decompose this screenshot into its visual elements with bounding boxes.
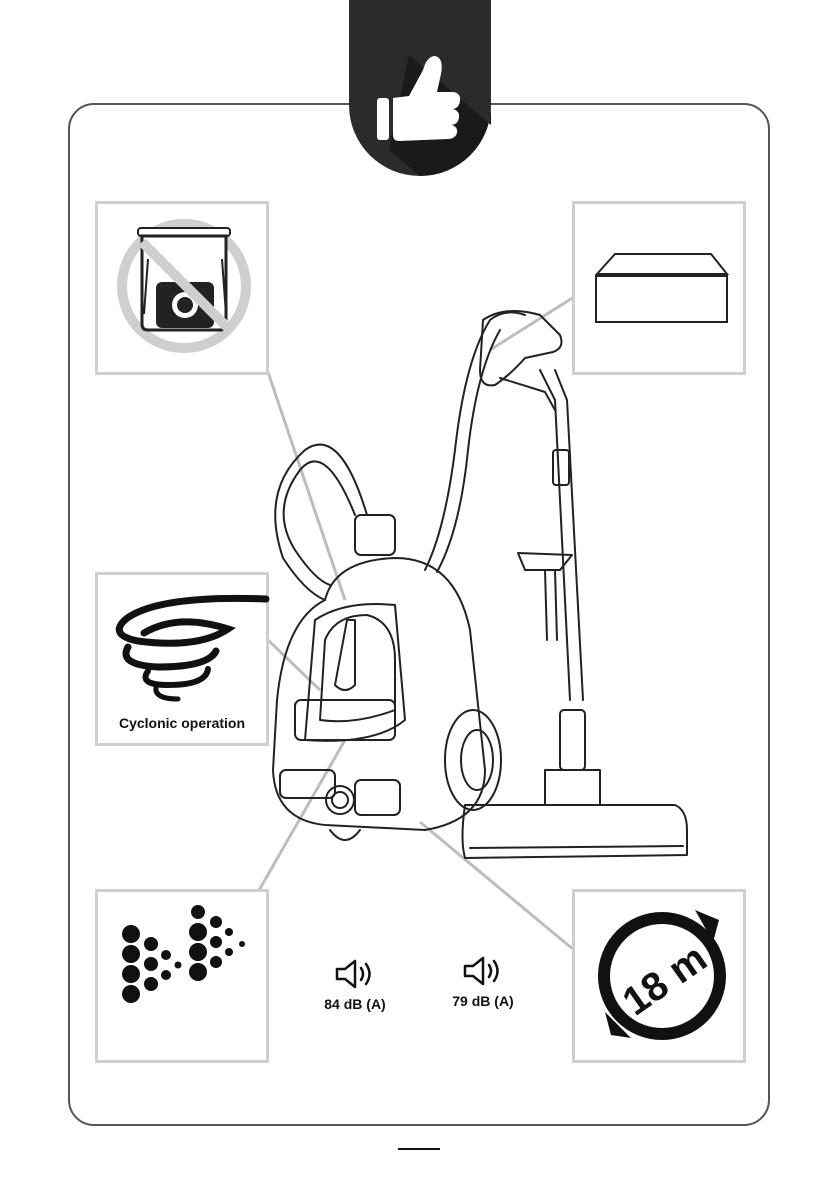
cord-radius-icon: 18 m (575, 892, 749, 1066)
noise-level-2: 79 dB (A) (428, 955, 538, 1009)
vacuum-cleaner-icon (255, 300, 695, 870)
cyclonic-label: Cyclonic operation (98, 715, 266, 731)
no-dust-bag-icon (98, 204, 272, 378)
speaker-icon (333, 958, 377, 990)
filtration-panel (95, 889, 269, 1063)
thumbs-up-badge (349, 0, 491, 176)
page-number-rule (398, 1148, 440, 1150)
noise-level-1: 84 dB (A) (300, 958, 410, 1012)
noise-level-label: 84 dB (A) (300, 996, 410, 1012)
particle-filtration-icon (98, 892, 272, 1066)
speaker-icon (461, 955, 505, 987)
cord-length-label: 18 m (615, 936, 715, 1024)
cyclone-icon (98, 575, 272, 715)
no-bag-panel (95, 201, 269, 375)
cyclonic-panel: Cyclonic operation (95, 572, 269, 746)
cord-length-panel: 18 m (572, 889, 746, 1063)
noise-level-label: 79 dB (A) (428, 993, 538, 1009)
